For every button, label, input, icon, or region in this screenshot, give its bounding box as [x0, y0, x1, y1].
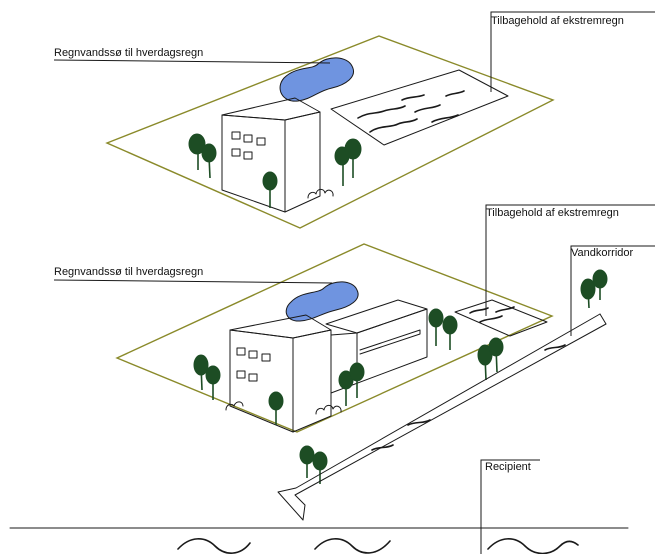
top-shrub [307, 188, 334, 199]
corridor-label: Vandkorridor [571, 247, 633, 259]
bottom-pond-label: Regnvandssø til hverdagsregn [54, 266, 203, 278]
bottom-building [229, 314, 332, 433]
top-rain-pond [279, 57, 354, 102]
top-trees [188, 133, 362, 208]
bottom-retention-label: Tilbagehold af ekstremregn [486, 207, 619, 219]
top-scene: Regnvandssø til hverdagsregn Tilbagehold… [53, 11, 655, 229]
top-retention-leader [490, 11, 655, 92]
recipient-label: Recipient [485, 461, 531, 473]
bottom-scene: Regnvandssø til hverdagsregn Tilbagehold… [9, 204, 655, 554]
corridor-leader [570, 245, 655, 336]
bottom-shrub-1 [225, 401, 244, 411]
bottom-rain-pond [285, 281, 359, 322]
top-retention-label: Tilbagehold af ekstremregn [491, 15, 624, 27]
bottom-trees [193, 269, 608, 484]
bottom-shrub-2 [315, 404, 342, 415]
recipient-water [9, 527, 629, 554]
top-pond-label: Regnvandssø til hverdagsregn [54, 47, 203, 59]
bottom-retention-leader [485, 204, 655, 316]
top-pond-leader [53, 59, 331, 64]
bottom-retention-area [454, 299, 548, 337]
water-corridor [277, 313, 607, 521]
bottom-wing-building [325, 299, 428, 394]
top-site-plot [105, 35, 555, 229]
top-building [221, 97, 321, 213]
recipient-leader [480, 459, 540, 554]
top-retention-area [330, 69, 509, 146]
bottom-pond-leader [53, 279, 333, 284]
